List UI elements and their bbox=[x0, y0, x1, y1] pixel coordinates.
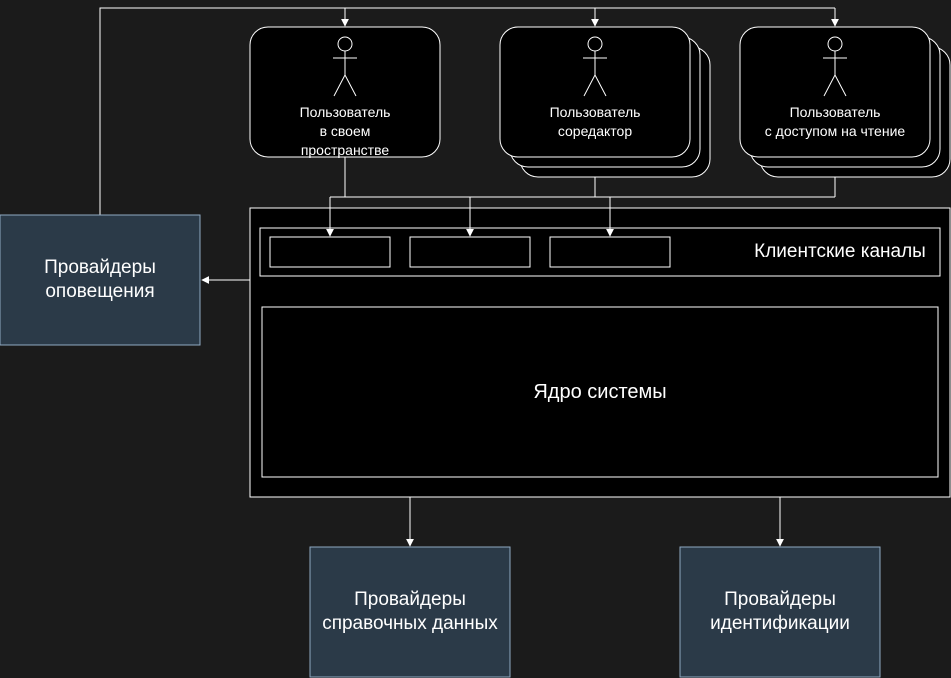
user-label-own-space: Пользователь в своем пространстве bbox=[299, 104, 391, 158]
client-channel-slot bbox=[549, 236, 671, 268]
user-label-readonly: Пользователь с доступом на чтение bbox=[764, 104, 906, 139]
actor-icon bbox=[583, 36, 607, 97]
user-card-coeditor-stack bbox=[499, 26, 711, 178]
system-core-label: Ядро системы bbox=[533, 381, 667, 403]
actor-icon bbox=[333, 36, 357, 97]
system-core-box bbox=[261, 306, 939, 478]
client-channels-label: Клиентские каналы bbox=[754, 240, 926, 262]
client-channel-slot bbox=[409, 236, 531, 268]
identification-providers-box bbox=[679, 546, 881, 678]
client-channel-slot bbox=[269, 236, 391, 268]
user-label-coeditor: Пользователь соредактор bbox=[549, 104, 641, 139]
reference-data-providers-box bbox=[309, 546, 511, 678]
user-card-readonly-stack bbox=[739, 26, 951, 178]
notification-to-users-connector bbox=[99, 7, 839, 215]
actor-icon bbox=[823, 36, 847, 97]
identification-providers-label: Провайдеры идентификации bbox=[710, 589, 850, 634]
users-to-channels-connector bbox=[326, 157, 836, 237]
reference-data-providers-label: Провайдеры справочных данных bbox=[322, 589, 498, 634]
notification-providers-label: Провайдеры оповещения bbox=[44, 257, 156, 302]
notification-providers-box bbox=[0, 214, 201, 346]
